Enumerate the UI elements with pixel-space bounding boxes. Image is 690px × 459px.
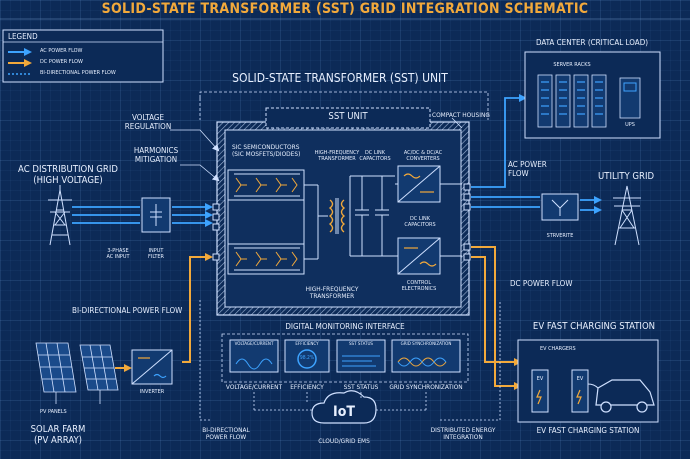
converter-links xyxy=(395,183,462,257)
converter-block-bottom xyxy=(397,237,441,275)
screen-grid-sync-header: GRID SYNCHRONIZATION xyxy=(400,342,452,347)
ac-input-lines xyxy=(72,203,213,227)
legend-item-dc: DC POWER FLOW xyxy=(40,59,83,65)
ev-station-bottom-label: EV FAST CHARGING STATION xyxy=(536,426,640,435)
utility-switch-label: STRVERITE xyxy=(546,233,574,239)
legend-item-ac: AC POWER FLOW xyxy=(40,48,83,54)
ups-label: UPS xyxy=(625,122,635,128)
pv-panels xyxy=(35,342,119,404)
efficiency-label: EFFICIENCY xyxy=(290,383,324,391)
efficiency-value: 98.2% xyxy=(299,355,315,361)
pv-panels-label: PV PANELS xyxy=(40,409,67,415)
ac-output-lines xyxy=(471,94,602,214)
inverter-box xyxy=(131,349,173,385)
hf-transformer xyxy=(318,198,346,234)
iot-label: IoT xyxy=(333,404,355,420)
internal-bus xyxy=(227,184,319,260)
iot-caption: CLOUD/GRID EMS xyxy=(318,437,370,445)
ev-charger-1-label: EV xyxy=(536,376,544,382)
compact-housing-label: COMPACT HOUSING xyxy=(432,111,490,119)
screen-voltage-header: VOLTAGE/CURRENT xyxy=(234,342,274,347)
data-center-title: DATA CENTER (CRITICAL LOAD) xyxy=(535,38,649,47)
server-racks-label: SERVER RACKS xyxy=(553,62,591,68)
dashed-connectors xyxy=(199,98,489,120)
data-center-box xyxy=(524,51,661,139)
bidirectional-power-flow-label: BI-DIRECTIONAL POWER FLOW xyxy=(72,306,183,315)
solar-farm-label: SOLAR FARM(PV ARRAY) xyxy=(30,424,86,446)
monitoring-title: DIGITAL MONITORING INTERFACE xyxy=(285,322,405,331)
screen-sst-status-header: SST STATUS xyxy=(348,342,374,347)
transmission-tower-right xyxy=(613,185,641,246)
inverter-label: INVERTER xyxy=(139,389,165,395)
ev-chargers-label: EV CHARGERS xyxy=(540,346,576,352)
annotation-leaders xyxy=(170,117,463,182)
legend-item-bidir: BI-DIRECTIONAL POWER FLOW xyxy=(40,70,116,76)
sst-housing xyxy=(199,91,489,316)
legend-box xyxy=(2,29,164,83)
iot-links xyxy=(199,300,501,421)
screen-efficiency-header: EFFICIENCY xyxy=(295,342,319,347)
dc-output-lines xyxy=(471,246,522,390)
monitoring-panel xyxy=(221,333,469,383)
voltage-current-label: VOLTAGE/CURRENT xyxy=(225,383,283,391)
dc-link-capacitors xyxy=(349,175,395,257)
iot-cloud xyxy=(311,390,377,424)
sst-status-label: SST STATUS xyxy=(343,383,379,391)
legend-heading: LEGEND xyxy=(8,32,38,41)
dc-power-flow-label: DC POWER FLOW xyxy=(510,279,573,288)
ups-display xyxy=(623,82,637,92)
sst-inner-label: SST UNIT xyxy=(328,111,368,122)
ev-charger-2-label: EV xyxy=(576,376,584,382)
solar-dc-path xyxy=(115,253,213,372)
sst-unit-title: SOLID-STATE TRANSFORMER (SST) UNIT xyxy=(232,71,448,85)
converter-block-top xyxy=(397,165,441,203)
terminals xyxy=(212,183,471,261)
ev-station-title: EV FAST CHARGING STATION xyxy=(532,321,656,332)
utility-grid-title: UTILITY GRID xyxy=(598,171,655,182)
input-filter xyxy=(141,197,171,233)
sic-semiconductors-label: SIC SEMICONDUCTORS(SIC MOSFETS/DIODES) xyxy=(232,143,301,159)
page-title: SOLID-STATE TRANSFORMER (SST) GRID INTEG… xyxy=(101,1,589,17)
ev-station-box xyxy=(517,339,659,423)
transmission-tower-left xyxy=(48,185,72,246)
utility-switch xyxy=(541,193,579,221)
ac-distribution-grid-label: AC DISTRIBUTION GRID(HIGH VOLTAGE) xyxy=(18,164,118,186)
grid-synchronization-label: GRID SYNCHRONIZATION xyxy=(389,383,463,391)
